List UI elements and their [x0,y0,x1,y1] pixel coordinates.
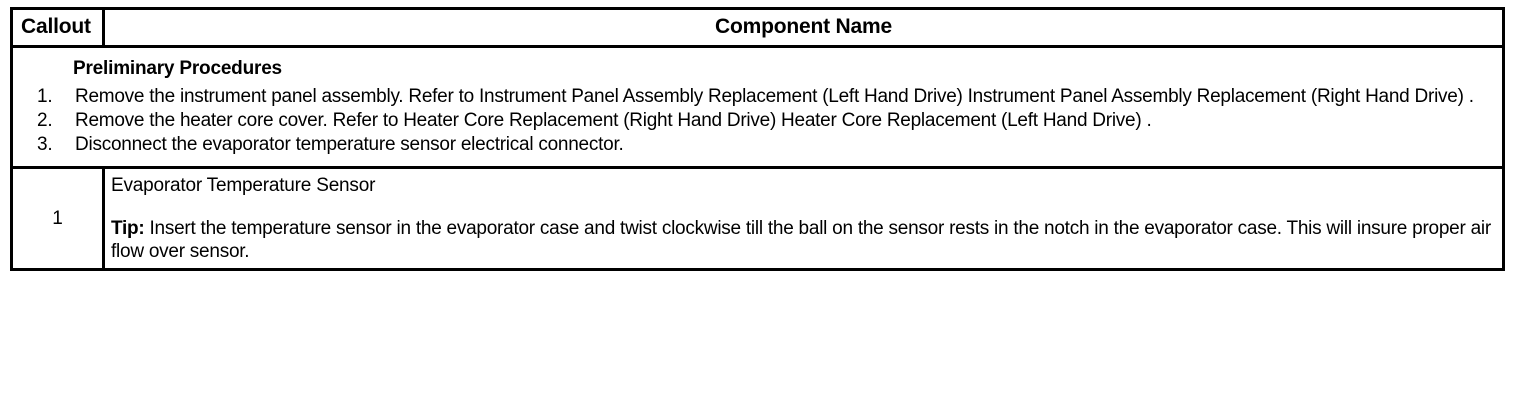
step-text: Disconnect the evaporator temperature se… [75,133,624,155]
step-number: 1. [37,86,53,107]
preliminary-step-2: 2. Remove the heater core cover. Refer to… [21,110,1494,133]
preliminary-procedures-row: Preliminary Procedures 1. Remove the inst… [10,45,1505,169]
preliminary-procedures-title: Preliminary Procedures [73,58,282,79]
step-number: 3. [37,133,53,155]
column-header-component-name: Component Name [102,7,1505,48]
step-number: 2. [37,109,53,131]
preliminary-steps-list: 1. Remove the instrument panel assembly. … [21,86,1494,157]
preliminary-step-1: 1. Remove the instrument panel assembly. … [21,86,1494,109]
tip-text: Insert the temperature sensor in the eva… [111,217,1491,262]
preliminary-procedures-cell: Preliminary Procedures 1. Remove the inst… [10,45,1505,169]
component-description-cell: Evaporator Temperature Sensor Tip: Inser… [102,165,1505,272]
tip-paragraph: Tip: Insert the temperature sensor in th… [111,218,1494,264]
callout-number-cell: 1 [10,165,105,272]
step-text: Remove the heater core cover. Refer to H… [75,109,1152,131]
column-header-callout: Callout [10,7,105,48]
preliminary-step-3: 3. Disconnect the evaporator temperature … [21,134,1494,157]
tip-label: Tip: [111,217,145,239]
table-row: 1 Evaporator Temperature Sensor Tip: Ins… [10,165,1505,272]
step-text: Remove the instrument panel assembly. Re… [75,86,1474,107]
table-header-row: Callout Component Name [10,7,1505,48]
component-callout-table: Callout Component Name Preliminary Proce… [10,7,1505,272]
component-title: Evaporator Temperature Sensor [111,174,376,196]
